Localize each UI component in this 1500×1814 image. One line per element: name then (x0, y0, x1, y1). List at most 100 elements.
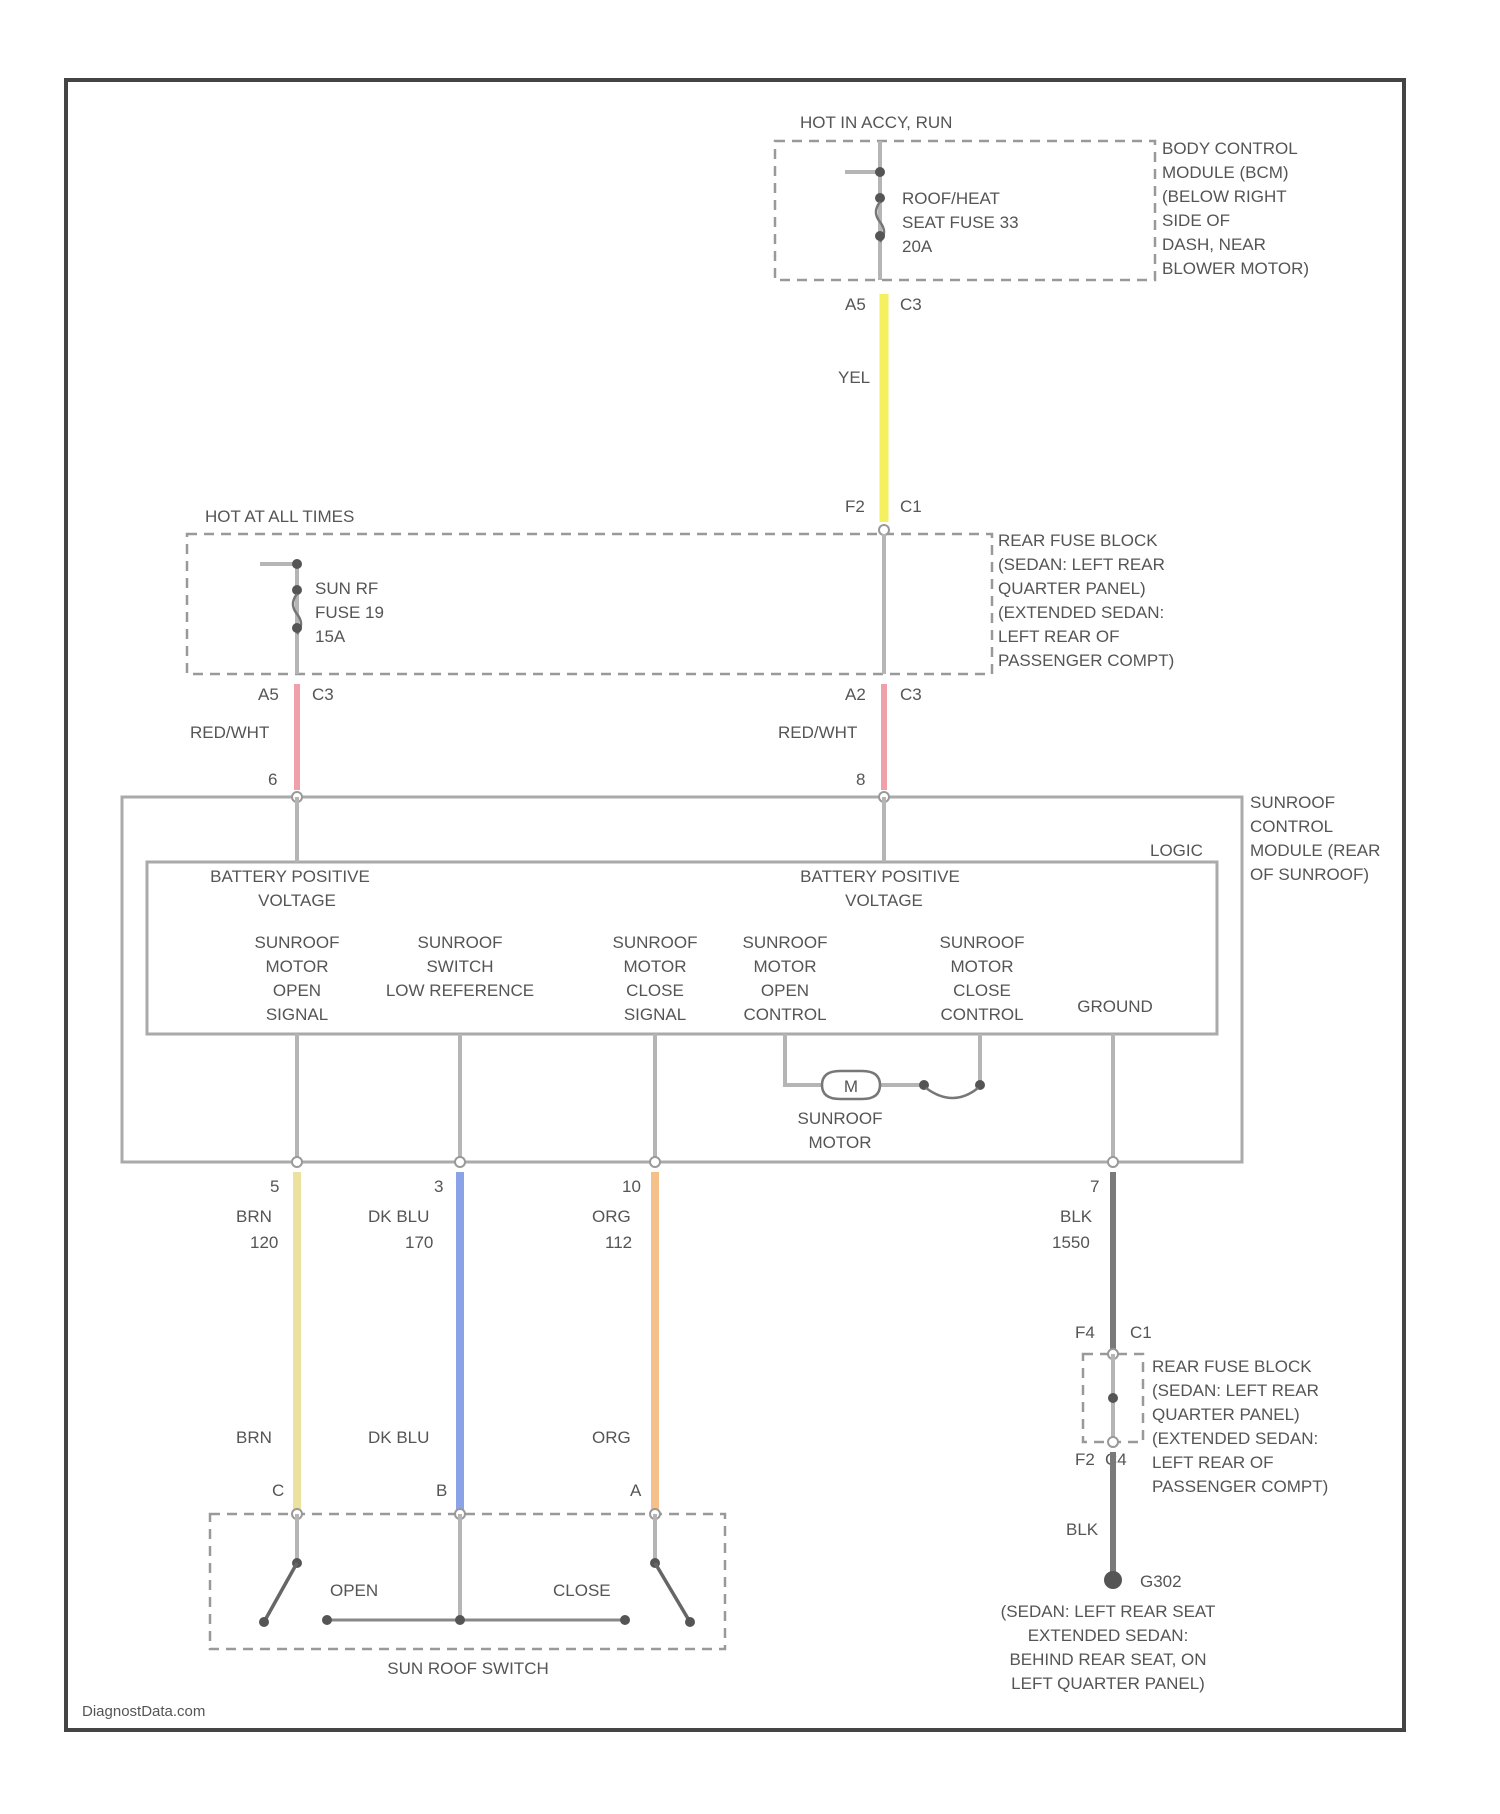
wire-blk-circuit: 1550 (1052, 1233, 1090, 1252)
wire-blk-label: BLK (1060, 1207, 1093, 1226)
sig-open-control-3: OPEN (761, 981, 809, 1000)
scm-pin-7-marker (1108, 1157, 1118, 1167)
sw-pin-b: B (436, 1481, 447, 1500)
motor-label-1: SUNROOF (798, 1109, 883, 1128)
bcm-fuse-line-3: 20A (902, 237, 933, 256)
motor-loop-wire (785, 1034, 822, 1085)
rfb-conn-a: C3 (312, 685, 334, 704)
bcm-label-3: (BELOW RIGHT (1162, 187, 1287, 206)
rfb-label-1: REAR FUSE BLOCK (998, 531, 1158, 550)
batt-left-line-1: BATTERY POSITIVE (210, 867, 370, 886)
rfb-conn-in: C1 (900, 497, 922, 516)
wire-dk-blu-lower-label: DK BLU (368, 1428, 429, 1447)
sig-open-control-1: SUNROOF (743, 933, 828, 952)
sw-close-label: CLOSE (553, 1581, 611, 1600)
sig-close-signal-2: MOTOR (624, 957, 687, 976)
scm-outer-box (122, 797, 1242, 1162)
batt-right-line-1: BATTERY POSITIVE (800, 867, 960, 886)
scm-logic-label: LOGIC (1150, 841, 1203, 860)
wire-brn-circuit: 120 (250, 1233, 278, 1252)
bcm-fuse-line-1: ROOF/HEAT (902, 189, 1000, 208)
wire-org-label: ORG (592, 1207, 631, 1226)
ground-location-4: LEFT QUARTER PANEL) (1011, 1674, 1205, 1693)
scm-pin-3: 3 (434, 1177, 443, 1196)
sig-open-control-4: CONTROL (743, 1005, 826, 1024)
scm-label-3: MODULE (REAR (1250, 841, 1380, 860)
wire-yel-label: YEL (838, 368, 870, 387)
rfb-fuse-line-2: FUSE 19 (315, 603, 384, 622)
scm-pin-5: 5 (270, 1177, 279, 1196)
gfb-node (1108, 1393, 1118, 1403)
scm-pin-3-marker (455, 1157, 465, 1167)
wire-brn-label: BRN (236, 1207, 272, 1226)
watermark: DiagnostData.com (82, 1703, 205, 1720)
motor-jumper (926, 1088, 978, 1098)
sw-blade-close-tip (685, 1617, 695, 1627)
scm-pin-7: 7 (1090, 1177, 1099, 1196)
scm-pin-right: 8 (856, 770, 865, 789)
scm-pin-10: 10 (622, 1177, 641, 1196)
bcm-fuse-line-2: SEAT FUSE 33 (902, 213, 1019, 232)
rfb-label-4: (EXTENDED SEDAN: (998, 603, 1164, 622)
sig-open-signal-3: OPEN (273, 981, 321, 1000)
bcm-pin: A5 (845, 295, 866, 314)
bcm-hot-label: HOT IN ACCY, RUN (800, 113, 952, 132)
scm-pin-5-marker (292, 1157, 302, 1167)
rfb-fuse-line-3: 15A (315, 627, 346, 646)
ground-id: G302 (1140, 1572, 1182, 1591)
sw-label: SUN ROOF SWITCH (387, 1659, 549, 1678)
bcm-label-4: SIDE OF (1162, 211, 1230, 230)
wire-blk-lower-label: BLK (1066, 1520, 1099, 1539)
sig-close-control-2: MOTOR (951, 957, 1014, 976)
rfb-label-5: LEFT REAR OF (998, 627, 1120, 646)
scm-label-1: SUNROOF (1250, 793, 1335, 812)
rfb-pin-a: A5 (258, 685, 279, 704)
sw-contact-open (322, 1615, 332, 1625)
scm-label-2: CONTROL (1250, 817, 1333, 836)
rfb-pin-in-marker (879, 525, 889, 535)
bcm-label-1: BODY CONTROL (1162, 139, 1298, 158)
ground-point (1104, 1571, 1122, 1589)
gfb-label-6: PASSENGER COMPT) (1152, 1477, 1328, 1496)
scm-label-4: OF SUNROOF) (1250, 865, 1369, 884)
gfb-conn-top: C1 (1130, 1323, 1152, 1342)
rfb-label-2: (SEDAN: LEFT REAR (998, 555, 1165, 574)
rfb-fuse-top (292, 585, 302, 595)
wire-org-circuit: 112 (605, 1233, 632, 1252)
gfb-pin-bottom: F2 (1075, 1450, 1095, 1469)
gfb-label-4: (EXTENDED SEDAN: (1152, 1429, 1318, 1448)
sig-open-signal-4: SIGNAL (266, 1005, 328, 1024)
sw-blade-open-tip (259, 1617, 269, 1627)
bcm-fuse-top (875, 193, 885, 203)
sig-close-signal-4: SIGNAL (624, 1005, 686, 1024)
rfb-feed-node (292, 559, 302, 569)
motor-letter: M (844, 1077, 858, 1096)
sw-pin-c: C (272, 1481, 284, 1500)
sig-close-control-1: SUNROOF (940, 933, 1025, 952)
wire-brn-lower-label: BRN (236, 1428, 272, 1447)
wire-dk-blu-circuit: 170 (405, 1233, 433, 1252)
bcm-label-5: DASH, NEAR (1162, 235, 1266, 254)
sig-close-signal-3: CLOSE (626, 981, 684, 1000)
ground-location-1: (SEDAN: LEFT REAR SEAT (1001, 1602, 1216, 1621)
sw-pin-a: A (630, 1481, 642, 1500)
sw-blade-close (655, 1563, 690, 1622)
batt-left-line-2: VOLTAGE (258, 891, 336, 910)
sig-ground: GROUND (1077, 997, 1153, 1016)
batt-right-line-2: VOLTAGE (845, 891, 923, 910)
sig-low-ref-1: SUNROOF (418, 933, 503, 952)
bcm-fuse-bottom (875, 231, 885, 241)
gfb-pin-top: F4 (1075, 1323, 1095, 1342)
sig-low-ref-3: LOW REFERENCE (386, 981, 534, 1000)
bcm-box (775, 141, 1155, 280)
gfb-label-3: QUARTER PANEL) (1152, 1405, 1300, 1424)
gfb-label-5: LEFT REAR OF (1152, 1453, 1274, 1472)
scm-pin-left: 6 (268, 770, 277, 789)
wire-org-lower-label: ORG (592, 1428, 631, 1447)
sw-open-label: OPEN (330, 1581, 378, 1600)
sig-open-signal-1: SUNROOF (255, 933, 340, 952)
gfb-pin-bottom-marker (1108, 1437, 1118, 1447)
sig-close-signal-1: SUNROOF (613, 933, 698, 952)
sw-contact-close (620, 1615, 630, 1625)
